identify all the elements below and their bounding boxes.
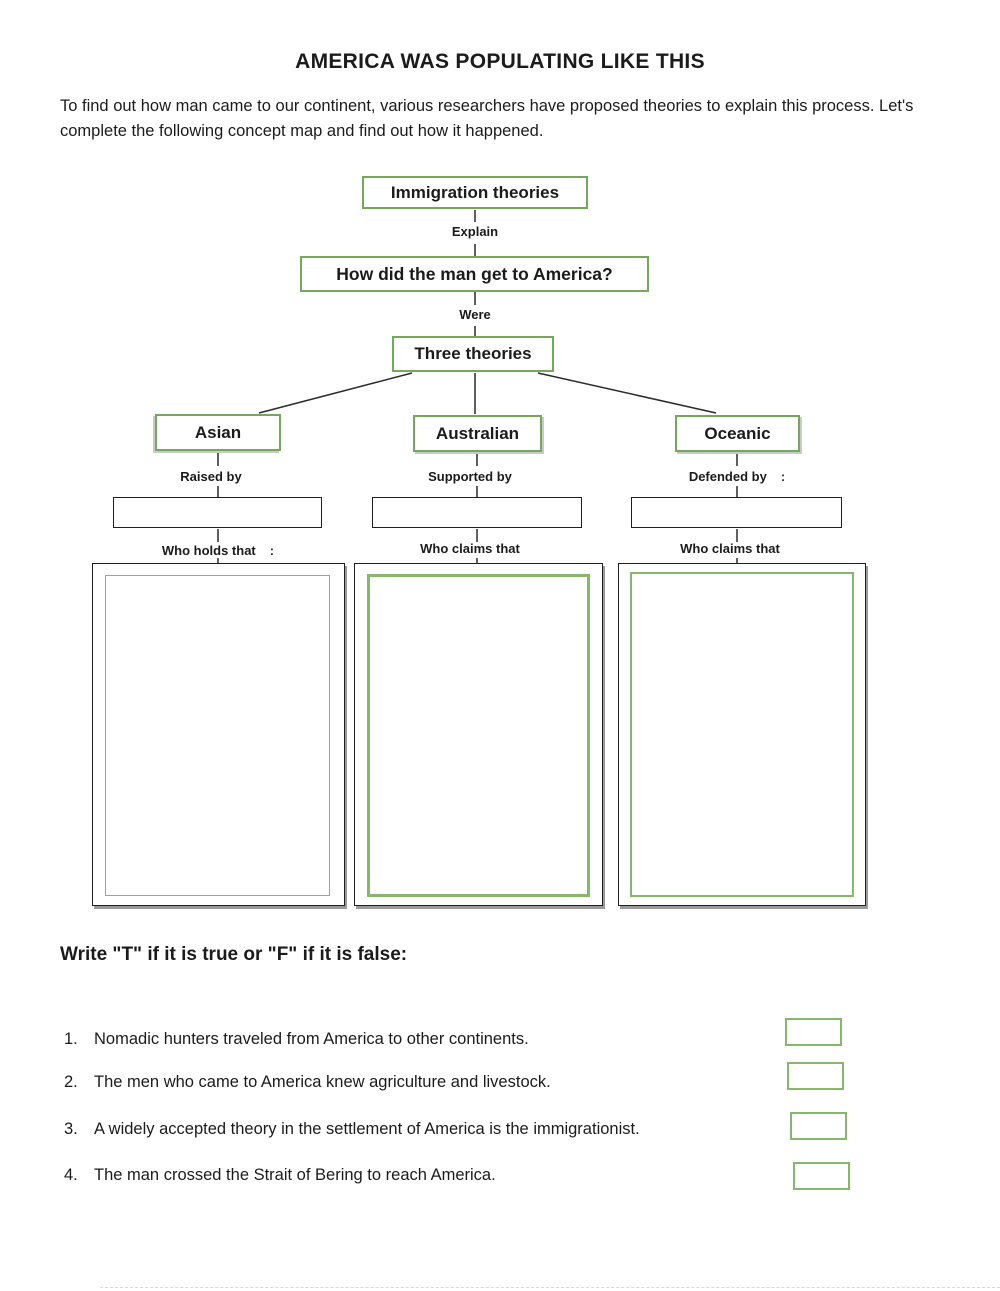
input-supported-by[interactable] [372,497,582,528]
tf-answer-box-1[interactable] [785,1018,842,1046]
label-defended-by: Defended by: [657,469,817,484]
label-who-holds-that: Who holds that: [128,543,308,558]
node-theory-oceanic: Oceanic [675,415,800,452]
tf-item-2-text: The men who came to America knew agricul… [94,1073,551,1091]
tf-item-4-number: 4. [64,1166,78,1184]
connector-label-were: Were [459,307,491,322]
node-theory-asian: Asian [155,414,281,451]
label-who-claims-that-2-text: Who claims that [680,541,780,556]
tf-item-3-number: 3. [64,1120,78,1138]
label-who-claims-that-1-text: Who claims that [420,541,520,556]
node-question: How did the man get to America? [300,256,649,292]
tf-answer-box-4[interactable] [793,1162,850,1190]
tf-answer-box-2[interactable] [787,1062,844,1090]
tf-item-4-text: The man crossed the Strait of Bering to … [94,1166,496,1184]
page-title: AMERICA WAS POPULATING LIKE THIS [295,50,705,73]
tf-item-2-number: 2. [64,1073,78,1091]
label-raised-by: Raised by [138,469,298,484]
node-three-theories: Three theories [392,336,554,372]
tf-answer-box-3[interactable] [790,1112,847,1140]
label-who-holds-that-text: Who holds that [161,543,256,558]
true-false-heading: Write "T" if it is true or "F" if it is … [60,944,408,965]
connector-label-explain: Explain [451,224,499,239]
tf-item-3: 3. A widely accepted theory in the settl… [64,1120,764,1139]
node-immigration-theories: Immigration theories [362,176,588,209]
label-who-claims-that-1: Who claims that [387,541,567,556]
answer-area-australian[interactable] [367,574,590,897]
label-supported-by-text: Supported by [428,469,512,484]
input-defended-by[interactable] [631,497,842,528]
page-bottom-scan-line [100,1287,1000,1288]
label-who-holds-that-suffix: : [269,543,275,558]
node-theory-australian: Australian [413,415,542,452]
answer-area-oceanic[interactable] [630,572,854,897]
tf-item-1: 1. Nomadic hunters traveled from America… [64,1030,764,1049]
tf-item-3-text: A widely accepted theory in the settleme… [94,1120,640,1138]
label-defended-by-suffix: : [780,469,786,484]
label-supported-by: Supported by [397,469,557,484]
tf-item-4: 4. The man crossed the Strait of Bering … [64,1166,764,1185]
tf-item-1-text: Nomadic hunters traveled from America to… [94,1030,529,1048]
answer-area-asian[interactable] [105,575,330,896]
label-raised-by-text: Raised by [180,469,242,484]
tf-item-1-number: 1. [64,1030,78,1048]
intro-text: To find out how man came to our continen… [60,97,914,140]
label-defended-by-text: Defended by [688,469,767,484]
label-who-claims-that-2: Who claims that [647,541,827,556]
input-raised-by[interactable] [113,497,322,528]
tf-item-2: 2. The men who came to America knew agri… [64,1073,764,1092]
